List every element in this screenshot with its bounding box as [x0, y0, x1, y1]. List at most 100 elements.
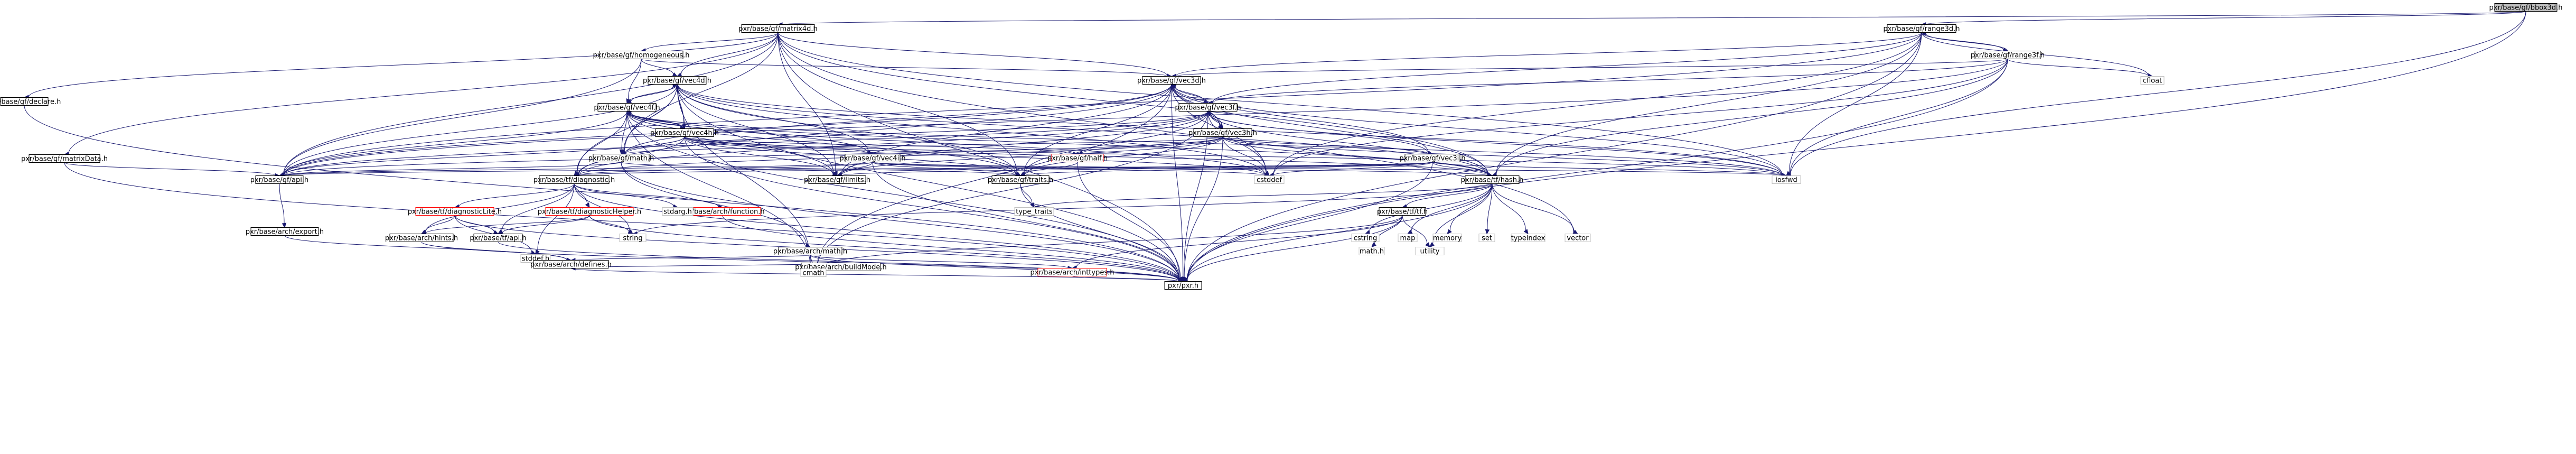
edge-matrix4d-to-homogeneous	[645, 32, 779, 51]
node-declare[interactable]: pxr/base/gf/declare.h	[0, 97, 61, 106]
edge-vec3f-to-api	[283, 111, 1209, 176]
edge-range3f-to-tfhash	[1496, 59, 2008, 175]
node-vec4f[interactable]: pxr/base/gf/vec4f.h	[594, 103, 660, 112]
node-limits[interactable]: pxr/base/gf/limits.h	[804, 175, 870, 184]
edge-diaghelper-to-string	[589, 215, 630, 233]
edge-tfhash-to-string	[636, 183, 1493, 234]
node-archfunction[interactable]: pxr/base/arch/function.h	[680, 207, 765, 216]
node-box	[597, 103, 657, 112]
node-apiexport[interactable]: pxr/base/arch/export.h	[246, 227, 324, 236]
node-box	[991, 175, 1050, 184]
node-matrixdata[interactable]: pxr/base/gf/matrixData.h	[21, 154, 108, 163]
node-label: pxr/base/tf/hash.h	[1461, 177, 1524, 184]
edge-bbox3d-to-pxrh	[1187, 11, 2526, 281]
node-label: pxr/base/gf/homogeneous.h	[593, 52, 690, 60]
node-box	[1511, 234, 1545, 242]
edge-vec4f-to-math	[621, 111, 627, 150]
node-box	[1193, 128, 1252, 137]
edge-tfdiag-to-stddef	[537, 183, 575, 251]
node-vec4h[interactable]: pxr/base/gf/vec4h.h	[650, 128, 719, 137]
edge-tfhash-to-pxrh	[1187, 183, 1493, 281]
node-box	[619, 234, 647, 242]
node-label: pxr/base/gf/half.h	[1047, 155, 1108, 163]
edge-math-to-traits	[621, 162, 1017, 176]
node-box	[1164, 281, 1202, 290]
node-label: pxr/base/gf/range3f.h	[1971, 52, 2045, 60]
edge-tfdiag-to-archfunction	[574, 183, 719, 207]
node-label: pxr/base/tf/tf.h	[1377, 208, 1428, 216]
node-label: memory	[1433, 235, 1462, 243]
node-vec4i[interactable]: pxr/base/gf/vec4i.h	[839, 154, 906, 163]
edge-vec4h-to-api	[283, 136, 685, 175]
node-box	[533, 260, 609, 268]
node-range3f[interactable]: pxr/base/gf/range3f.h	[1971, 51, 2045, 60]
edge-archmath-to-pxrh	[810, 255, 1179, 282]
edge-vec4d-to-vec4f	[630, 84, 678, 102]
edge-matrix4d-to-pxrh	[778, 32, 1180, 280]
node-label: pxr/base/gf/vec3i.h	[1399, 155, 1465, 163]
node-matrix4d[interactable]: pxr/base/gf/matrix4d.h	[738, 24, 818, 33]
node-label: cstddef	[1257, 177, 1282, 184]
node-homogeneous[interactable]: pxr/base/gf/homogeneous.h	[593, 51, 690, 60]
arrowhead-tftf-to-mathh	[1371, 242, 1376, 248]
node-vec3h[interactable]: pxr/base/gf/vec3h.h	[1188, 128, 1257, 137]
edge-homogeneous-to-api	[283, 59, 642, 175]
node-archmath[interactable]: pxr/base/arch/math.h	[773, 247, 847, 256]
node-pxrh[interactable]: pxr/pxr.h	[1164, 281, 1202, 290]
edge-vec4h-to-pxrh	[684, 136, 1179, 281]
edge-range3d-to-vec3d	[1175, 32, 1922, 77]
node-vec3i[interactable]: pxr/base/gf/vec3i.h	[1399, 154, 1466, 163]
node-label: pxr/base/arch/hints.h	[385, 235, 458, 243]
node-range3d[interactable]: pxr/base/gf/range3d.h	[1884, 24, 1960, 33]
node-tfapi[interactable]: pxr/base/tf/api.h	[470, 234, 527, 243]
edge-vec3f-to-cmath	[817, 111, 1209, 267]
node-label: pxr/base/arch/defines.h	[530, 261, 612, 269]
node-box	[741, 24, 815, 33]
edge-tfhash-to-map	[1411, 183, 1493, 232]
node-api[interactable]: pxr/base/gf/api.h	[250, 175, 308, 184]
node-label: cfloat	[2143, 77, 2162, 85]
node-typetraits: type_traits	[1014, 207, 1054, 216]
edge-vec3h-to-math	[625, 136, 1223, 154]
node-tfhash[interactable]: pxr/base/tf/hash.h	[1461, 175, 1524, 184]
edge-homogeneous-to-vec3d	[641, 59, 1168, 77]
node-diaghelper[interactable]: pxr/base/tf/diagnosticHelper.h	[538, 207, 641, 216]
node-archdefines[interactable]: pxr/base/arch/defines.h	[530, 260, 612, 269]
node-box	[648, 76, 707, 85]
node-inttypes[interactable]: pxr/base/arch/inttypes.h	[1031, 268, 1114, 277]
edge-vec3d-to-traits	[1024, 84, 1172, 174]
node-box	[250, 227, 319, 236]
edge-vec4f-to-cstddef	[626, 111, 1266, 175]
node-difflite[interactable]: pxr/base/tf/diagnosticLite.h	[408, 207, 502, 216]
node-vec3d[interactable]: pxr/base/gf/vec3d.h	[1137, 76, 1206, 85]
node-box	[1178, 103, 1238, 112]
node-traits[interactable]: pxr/base/gf/traits.h	[988, 175, 1054, 184]
node-math[interactable]: pxr/base/gf/math.h	[588, 154, 654, 163]
node-bbox3d: pxr/base/gf/bbox3d.h	[2489, 3, 2562, 12]
node-label: pxr/base/gf/vec4d.h	[643, 77, 711, 85]
edge-tfhash-to-cstring	[1369, 183, 1493, 233]
edge-difflite-to-archhints	[425, 215, 455, 232]
edge-declare-to-pxrh	[24, 105, 1179, 281]
edge-range3d-to-tfhash	[1496, 32, 1922, 174]
edge-matrix4d-to-vec3d	[778, 32, 1168, 76]
node-archhints[interactable]: pxr/base/arch/hints.h	[385, 234, 458, 243]
node-string: string	[619, 234, 647, 243]
node-mathh: math.h	[1359, 247, 1385, 256]
edge-range3f-to-pxrh	[1187, 59, 2008, 281]
edge-vec3i-to-api	[283, 162, 1433, 176]
node-tfdiag[interactable]: pxr/base/tf/diagnostic.h	[533, 175, 615, 184]
edge-vec4h-to-vec4d	[677, 88, 685, 129]
node-vec4d[interactable]: pxr/base/gf/vec4d.h	[643, 76, 711, 85]
node-vec3f[interactable]: pxr/base/gf/vec3f.h	[1175, 103, 1241, 112]
node-box	[1254, 175, 1285, 184]
edge-vec3f-to-iosfwd	[1207, 111, 1783, 175]
edge-vec4d-to-cstddef	[677, 84, 1266, 175]
node-half[interactable]: pxr/base/gf/half.h	[1047, 154, 1108, 163]
edge-math-to-api	[283, 162, 622, 176]
edge-api-to-apiexport	[279, 183, 285, 224]
node-tftf[interactable]: pxr/base/tf/tf.h	[1377, 207, 1428, 216]
node-label: iosfwd	[1775, 177, 1797, 184]
node-label: pxr/base/arch/export.h	[246, 228, 324, 236]
edge-vec4d-to-tfdiag	[577, 84, 678, 173]
